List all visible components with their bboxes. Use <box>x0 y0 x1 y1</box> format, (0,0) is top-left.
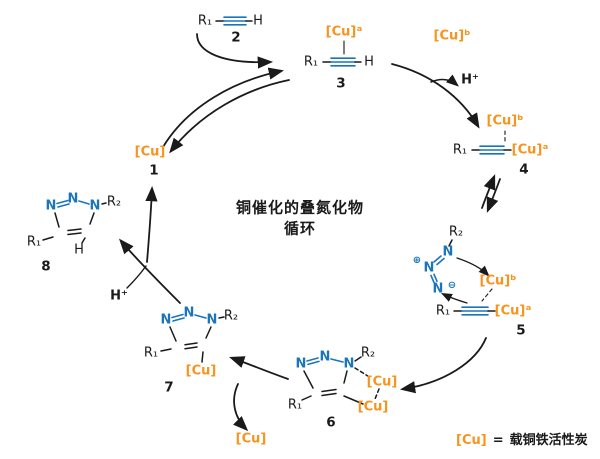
species6-n3-label: N <box>295 356 307 372</box>
species2-h-label: H <box>253 13 263 29</box>
arrow-5-to-6 <box>399 337 487 394</box>
species6-number: 6 <box>326 414 336 431</box>
species-8-bonds <box>42 199 107 244</box>
species-7-bonds <box>160 313 225 363</box>
species5-plus-charge: ⊕ <box>412 255 422 266</box>
h-plus-left-label: H⁺ <box>110 288 128 304</box>
species3-cu-a-label: [Cu]ᵃ <box>325 24 363 40</box>
legend-cu-label: [Cu] <box>456 433 487 448</box>
legend-equals: = <box>492 433 504 448</box>
species-4-bonds <box>471 130 512 155</box>
species2-number: 2 <box>231 29 241 46</box>
species5-r2-label: R₂ <box>448 224 464 240</box>
species6-r1-label: R₁ <box>287 397 303 413</box>
species6-r2-label: R₂ <box>360 345 376 361</box>
species-2-bonds <box>215 16 253 26</box>
species-6-bonds <box>301 356 380 405</box>
species3-number: 3 <box>336 75 346 92</box>
species4-cu-b-label: [Cu]ᵇ <box>486 113 524 129</box>
species3-r1-label: R₁ <box>303 54 319 70</box>
species6-cu1-label: [Cu] <box>366 374 398 390</box>
h-plus-top-label: H⁺ <box>461 72 479 88</box>
legend-description: 载铜铁活性炭 <box>509 433 588 448</box>
species7-n1-label: N <box>206 312 218 328</box>
species5-cu-b-label: [Cu]ᵇ <box>479 273 517 289</box>
cu-b-top-label: [Cu]ᵇ <box>433 28 471 44</box>
arrow-hplus-merge <box>126 265 147 289</box>
arrow-cu-release <box>233 383 249 432</box>
species8-n2-label: N <box>67 191 79 207</box>
arrow-regenerate-1 <box>145 185 158 263</box>
cycle-title-line1: 铜催化的叠氮化物 <box>235 198 365 217</box>
species8-number: 8 <box>41 258 51 275</box>
species6-n2-label: N <box>319 349 331 365</box>
arrow-6-to-7 <box>229 356 289 380</box>
species7-cu-label: [Cu] <box>185 363 217 379</box>
species2-r1-label: R₁ <box>197 13 213 29</box>
species5-number: 5 <box>516 322 526 339</box>
species5-r1-label: R₁ <box>435 303 451 319</box>
species6-cu2-label: [Cu] <box>357 399 389 415</box>
species5-cu-a-label: [Cu]ᵃ <box>494 303 532 319</box>
species4-number: 4 <box>519 161 529 178</box>
species4-cu-a-label: [Cu]ᵃ <box>511 142 549 158</box>
species-5-bonds <box>430 239 496 316</box>
equilibrium-arrows-4-5 <box>481 174 501 213</box>
species3-h-label: H <box>364 54 374 70</box>
arrow-alkyne-entry <box>196 33 274 69</box>
species8-n1-label: N <box>89 198 101 214</box>
species7-r2-label: R₂ <box>223 308 239 324</box>
catalyst-cu-label: [Cu] <box>134 144 166 160</box>
species5-minus-charge: ⊖ <box>447 280 457 291</box>
species7-r1-label: R₁ <box>143 345 159 361</box>
species8-r1-label: R₁ <box>26 234 42 250</box>
species5-n3-label: N <box>432 281 444 297</box>
species8-h-label: H <box>74 242 84 258</box>
species7-number: 7 <box>164 379 174 396</box>
catalyst-number: 1 <box>149 162 159 179</box>
equilibrium-arrows-1-3 <box>162 67 290 154</box>
species4-r1-label: R₁ <box>452 142 468 158</box>
species7-n3-label: N <box>160 312 172 328</box>
species7-n2-label: N <box>183 305 195 321</box>
mechanism-arrows-5 <box>441 257 490 304</box>
legend: [Cu] = 载铜铁活性炭 <box>456 429 588 448</box>
cycle-title-line2: 循环 <box>283 219 317 238</box>
species8-n3-label: N <box>45 198 57 214</box>
species5-n1-label: N <box>442 244 454 260</box>
species6-n1-label: N <box>343 356 355 372</box>
species5-n2-label: N <box>423 260 435 276</box>
species-3-bonds <box>322 40 362 67</box>
arrow-7-to-8 <box>119 238 181 304</box>
species8-r2-label: R₂ <box>106 194 122 210</box>
arrow-3-to-4 <box>391 63 480 129</box>
cu-released-label: [Cu] <box>235 431 267 447</box>
